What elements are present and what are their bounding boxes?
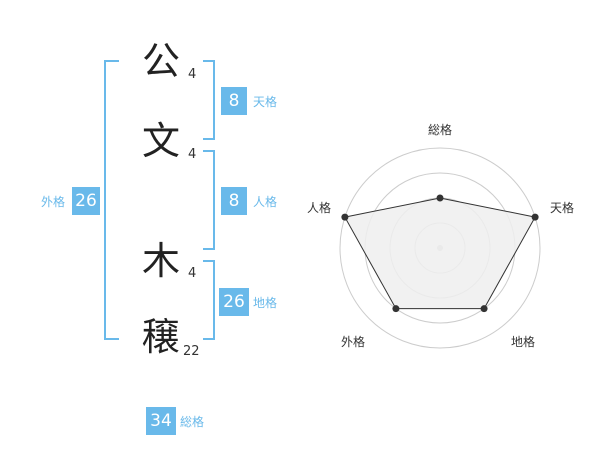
radar-chart: [300, 110, 580, 370]
tenkaku-bracket: [203, 60, 215, 140]
gaikaku-bracket: [104, 60, 119, 340]
chikaku-bracket: [203, 260, 215, 340]
name-char-2-strokes: 4: [188, 147, 197, 162]
name-char-1-strokes: 4: [188, 67, 197, 82]
name-char-4-strokes: 22: [183, 344, 200, 359]
radar-point-2: [480, 305, 488, 313]
tenkaku-label: 天格: [253, 95, 278, 109]
soukaku-badge: 34: [146, 407, 176, 435]
name-char-1: 公: [142, 39, 181, 83]
radar-point-0: [436, 194, 444, 202]
radar-point-1: [531, 213, 539, 221]
gaikaku-badge: 26: [72, 187, 100, 215]
radar-point-3: [392, 305, 400, 313]
name-char-4: 穣: [142, 315, 181, 359]
name-char-3-strokes: 4: [188, 266, 197, 281]
radar-label-tenkaku: 天格: [550, 201, 575, 215]
radar-chart-svg: [339, 147, 541, 349]
jinkaku-badge: 8: [221, 187, 247, 215]
jinkaku-label: 人格: [253, 195, 278, 209]
radar-point-4: [341, 213, 349, 221]
tenkaku-badge: 8: [221, 87, 247, 115]
jinkaku-bracket: [203, 150, 215, 250]
gaikaku-label: 外格: [41, 195, 66, 209]
radar-label-gaikaku: 外格: [341, 335, 366, 349]
radar-series-area: [344, 197, 536, 310]
radar-label-chikaku: 地格: [511, 335, 536, 349]
name-char-2: 文: [142, 119, 181, 163]
name-char-3: 木: [142, 239, 181, 283]
radar-label-jinkaku: 人格: [307, 201, 332, 215]
chikaku-label: 地格: [253, 296, 278, 310]
chikaku-badge: 26: [219, 288, 249, 316]
radar-label-soukaku: 総格: [428, 123, 453, 137]
soukaku-label: 総格: [180, 415, 205, 429]
radar-ring: [339, 147, 541, 349]
